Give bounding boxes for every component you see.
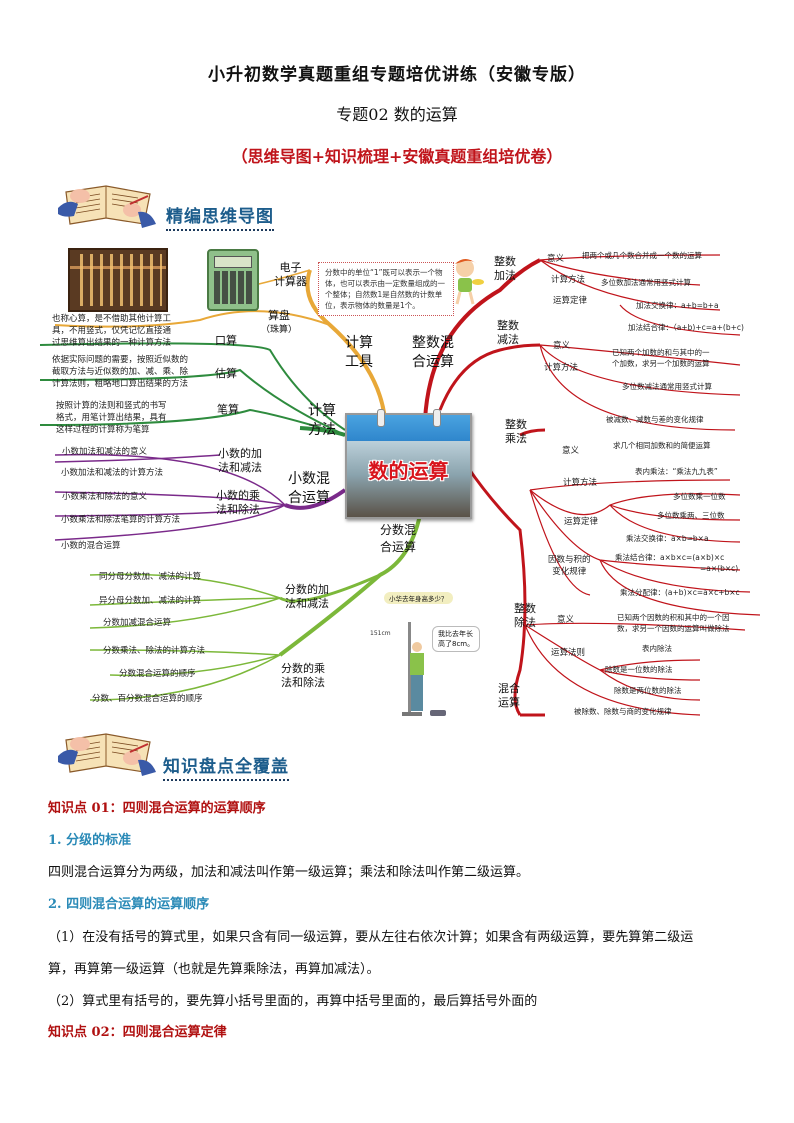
node-decimal-mul-div: 小数的乘 法和除法 [216,489,260,516]
node-electronic-calculator: 电子 计算器 [274,261,307,288]
unit-one-note: 分数中的单位“1”既可以表示一个物体，也可以表示由一定数量组成的一个整体；自然数… [318,262,454,316]
calculator-icon [207,249,259,311]
node-fraction-mul-div: 分数的乘 法和除法 [281,662,325,689]
node-integer-division: 整数 除法 [514,602,536,629]
add-law-label: 运算定律 [553,296,588,306]
add-meaning-label: 意义 [547,254,565,264]
fraction-item: 分数混合运算的顺序 [119,669,196,679]
mul-method-label: 计算方法 [563,478,598,488]
decimal-item: 小数乘法和除法笔算的计算方法 [61,515,181,525]
add-method: 多位数加法通常用竖式计算 [601,278,691,287]
knowledge-section-title: 知识盘点全覆盖 [163,752,289,781]
sub-method: 多位数减法通常用竖式计算 [622,382,712,391]
speech-bubble: 我比去年长 高了8cm。 [432,626,481,652]
node-mixed-operations: 混合 运算 [498,682,520,709]
fraction-item: 分数乘法、除法的计算方法 [103,646,206,656]
add-meaning: 把两个或几个数合并成一个数的运算 [582,251,702,260]
calendar-ring-icon [433,409,441,427]
document-tagline: （思维导图+知识梳理+安徽真题重组培优卷） [231,147,563,166]
branch-integer-mixed: 整数混 合运算 [412,335,454,370]
mindmap-connectors [39,254,761,717]
mul-commutative: 乘法交换律：a×b=b×a [626,534,709,543]
node-decimal-add-sub: 小数的加 法和减法 [218,447,262,474]
paragraph-2-line-1: （1）在没有括号的算式里，如果只含有同一级运算，要从左往右依次计算；如果含有两级… [48,930,694,945]
fraction-item: 同分母分数加、减法的计算 [99,572,202,582]
div-table: 表内除法 [642,644,672,653]
subheading-1: 1. 分级的标准 [48,833,132,848]
sub-meaning: 已知两个加数的和与其中的一 个加数，求另一个加数的运算 [612,348,710,368]
div-meaning: 已知两个因数的积和其中的一个因 数，求另一个因数的运算叫做除法 [617,613,730,633]
mul-multi-digit: 多位数乘两、三位数 [657,511,725,520]
mul-distributive: 乘法分配律：(a+b)×c=a×c+b×c [620,588,740,597]
mul-law-label: 运算定律 [564,517,599,527]
node-fraction-add-sub: 分数的加 法和减法 [285,583,329,610]
mul-associative: 乘法结合律：a×b×c=(a×b)×c [615,553,725,562]
div-one-digit: 除数是一位数的除法 [605,665,673,674]
knowledge-point-2-title: 知识点 02：四则混合运算定律 [48,1025,227,1040]
div-meaning-label: 意义 [557,615,575,625]
center-topic-label: 数的运算 [368,459,449,483]
sub-rule: 被减数、减数与差的变化规律 [606,415,704,424]
decimal-item: 小数乘法和除法的意义 [62,492,148,502]
node-mental-calc: 口算 [215,334,237,347]
cartoon-girl-icon [447,256,485,306]
abacus-icon [68,248,168,312]
mindmap-section-title: 精编思维导图 [166,202,274,231]
branch-calculation-tools: 计算 工具 [345,335,373,370]
branch-fraction-mixed: 分数混 合运算 [380,523,417,554]
paragraph-2-line-2: 算，再算第一级运算（也就是先算乘除法，再算加减法）。 [48,962,380,977]
mul-factor-rule: 因数与积的 变化规律 [548,555,591,577]
mul-meaning: 求几个相同加数和的简便运算 [613,441,711,450]
mul-table: 表内乘法：“乘法九九表” [635,467,718,476]
knowledge-point-1-title: 知识点 01：四则混合运算的运算顺序 [48,801,266,816]
node-integer-addition: 整数 加法 [494,255,516,282]
open-book-writing-icon [58,180,158,230]
node-integer-multiplication: 整数 乘法 [505,418,527,445]
mul-associative-cont: =a×(b×c) [700,564,739,573]
mul-meaning-label: 意义 [562,446,580,456]
sub-meaning-label: 意义 [553,341,571,351]
fraction-item: 分数加减混合运算 [103,618,172,628]
node-integer-subtraction: 整数 减法 [497,319,519,346]
branch-decimal-mixed: 小数混 合运算 [288,471,330,506]
paragraph-1: 四则混合运算分为两级，加法和减法叫作第一级运算；乘法和除法叫作第二级运算。 [48,865,530,880]
add-associative: 加法结合律：（a+b)+c=a+(b+c) [628,323,744,332]
div-change-rule: 被除数、除数与商的变化规律 [574,707,672,716]
written-calc-desc: 按照计算的法则和竖式的书写 格式，用笔计算出结果，具有 这样过程的计算称为笔算 [56,401,167,435]
center-topic-card: 数的运算 [345,409,472,519]
fraction-item: 分数、百分数混合运算的顺序 [92,694,203,704]
height-measure-illustration: 小华去年身高多少？ 151cm 我比去年长 高了8cm。 [370,592,490,720]
estimation-desc: 依据实际问题的需要，按照近似数的 截取方法与近似数的加、减、乘、除 计算法则，粗… [52,355,189,389]
decimal-item: 小数加法和减法的意义 [62,447,148,457]
div-two-digit: 除数是两位数的除法 [614,686,682,695]
mental-calc-desc: 也称心算，是不借助其他计算工 具，不用竖式，仅凭记忆直接通 过思维算出结果的一种… [52,314,172,348]
subheading-2: 2. 四则混合运算的运算顺序 [48,897,210,912]
node-written-calc: 笔算 [217,403,239,416]
mul-one-digit: 多位数乘一位数 [673,492,726,501]
document-subtitle: 专题02 数的运算 [336,105,458,124]
sub-method-label: 计算方法 [544,363,579,373]
paragraph-3: （2）算式里有括号的，要先算小括号里面的，再算中括号里面的，最后算括号外面的 [48,994,538,1009]
add-commutative: 加法交换律：a+b=b+a [636,301,719,310]
open-book-writing-icon [58,728,158,778]
decimal-item: 小数加法和减法的计算方法 [61,468,164,478]
calendar-ring-icon [377,409,385,427]
node-abacus: 算盘 （珠算） [261,309,298,335]
node-estimation: 估算 [215,367,237,380]
decimal-item: 小数的混合运算 [61,541,121,551]
div-rule-label: 运算法则 [551,648,586,658]
branch-calculation-methods: 计算 方法 [308,403,336,438]
add-method-label: 计算方法 [551,275,586,285]
document-title: 小升初数学真题重组专题培优讲练（安徽专版） [208,65,586,85]
fraction-item: 异分母分数加、减法的计算 [99,596,202,606]
